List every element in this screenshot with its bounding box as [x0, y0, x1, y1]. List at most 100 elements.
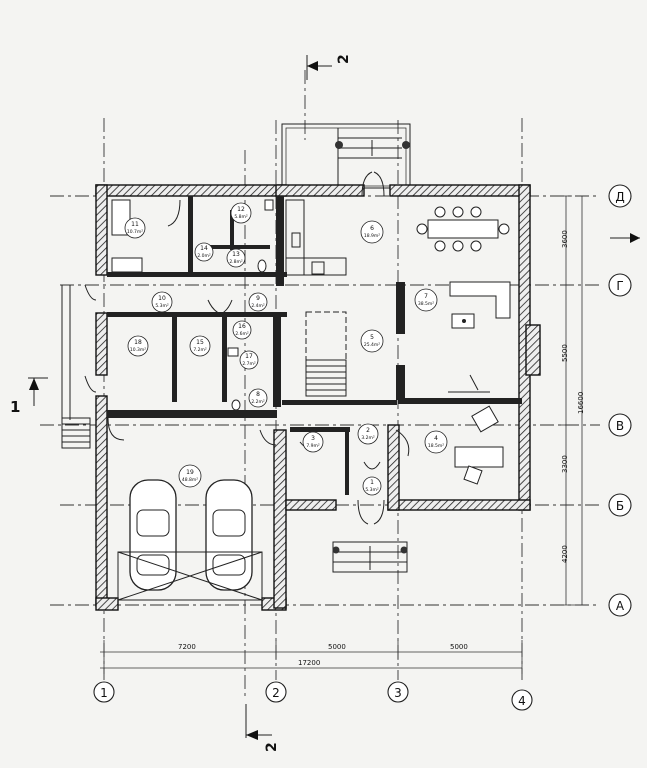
room-tag-3: 3 7.9m² — [302, 431, 324, 453]
cars — [117, 479, 263, 601]
room-tag-14: 14 2.0m² — [194, 242, 214, 262]
axis-bubbles-vertical: 1 2 3 4 — [93, 681, 533, 711]
axis-label-3: 3 — [394, 686, 402, 700]
room-area: 2.7m² — [242, 361, 256, 367]
sofa — [449, 281, 511, 329]
room-area: 10.3m² — [130, 347, 146, 353]
section-label-2-top: 2 — [336, 54, 352, 64]
room-number: 2 — [366, 427, 370, 434]
room-number: 14 — [200, 245, 208, 252]
room-tag-10: 11 10.7m² — [124, 217, 146, 239]
room-tag-1: 10 5.3m² — [151, 291, 173, 313]
room-tag-15: 15 7.2m² — [189, 335, 211, 357]
room-tag-1-vestibule: 1 5.3m² — [362, 476, 382, 496]
room-number: 11 — [131, 221, 139, 228]
room-number: 13 — [232, 251, 240, 258]
front-porch-bottom — [332, 541, 408, 573]
room-area: 2.6m² — [235, 331, 249, 337]
room-number: 19 — [186, 469, 194, 476]
room-area: 25.4m² — [364, 342, 380, 348]
room-tag-12: 12 5.8m² — [230, 202, 252, 224]
room-tag-16: 16 2.6m² — [232, 320, 252, 340]
axis-label-1: 1 — [100, 686, 108, 700]
front-porch-top — [281, 123, 411, 189]
room-area: 2.2m² — [251, 399, 265, 405]
dim-right-3: 3300 — [561, 455, 569, 473]
axis-grid — [40, 70, 600, 700]
room-area: 7.2m² — [193, 347, 207, 353]
room-number: 15 — [196, 339, 204, 346]
room-number: 5 — [370, 334, 374, 341]
dim-bottom-2: 5000 — [328, 643, 346, 651]
exterior-walls — [95, 184, 541, 611]
axis-label-b: Б — [616, 499, 624, 513]
room-area: 7.9m² — [306, 443, 320, 449]
room-number: 12 — [237, 206, 245, 213]
room-area: 5.3m² — [365, 487, 379, 493]
axis-bubbles-horizontal: Д Г В Б А — [608, 184, 632, 617]
dim-right-1: 3600 — [561, 230, 569, 248]
axis-label-d: Д — [615, 190, 624, 204]
room-area: 48.8m² — [182, 477, 198, 483]
axis-label-4: 4 — [518, 694, 526, 708]
room-tag-18: 18 10.3m² — [127, 335, 149, 357]
axis-label-v: В — [616, 419, 624, 433]
room-number: 10 — [158, 295, 166, 302]
section-mark-2-bottom: 2 — [245, 704, 280, 752]
room-tag-17: 17 2.7m² — [239, 350, 259, 370]
dim-right-2: 5500 — [561, 344, 569, 362]
dimension-chain-right: 3600 5500 3300 4200 16600 — [560, 195, 588, 606]
section-mark-1-left: 1 — [10, 377, 48, 416]
office-furniture — [454, 405, 504, 485]
room-area: 2.4m² — [251, 303, 265, 309]
room-area: 18.9m² — [364, 233, 380, 239]
room-area: 2.0m² — [197, 253, 211, 259]
section-label-2-bottom: 2 — [264, 742, 280, 752]
dimension-chain-bottom: 7200 5000 5000 17200 — [100, 640, 523, 674]
axis-label-a: А — [616, 599, 625, 613]
room-tag-4: 4 18.5m² — [424, 430, 448, 454]
axis-label-2: 2 — [272, 686, 280, 700]
axis-label-g: Г — [616, 279, 623, 293]
dim-right-total: 16600 — [577, 392, 585, 414]
room-area: 18.5m² — [428, 443, 444, 449]
room-area: 38.5m² — [418, 301, 434, 307]
room-tag-8: 8 2.2m² — [248, 388, 268, 408]
room-area: 5.8m² — [234, 214, 248, 220]
room-area: 2.8m² — [229, 259, 243, 265]
dim-right-4: 4200 — [561, 545, 569, 563]
room-number: 17 — [245, 353, 253, 360]
interior-walls — [107, 196, 522, 495]
side-steps-left — [61, 285, 91, 449]
dim-bottom-3: 5000 — [450, 643, 468, 651]
staircase — [305, 311, 347, 397]
room-number: 7 — [424, 293, 428, 300]
room-tag-5: 5 25.4m² — [360, 329, 384, 353]
room-tag-13: 13 2.8m² — [226, 248, 246, 268]
room-number: 9 — [256, 295, 260, 302]
room-number: 4 — [434, 435, 438, 442]
room-area: 5.3m² — [155, 303, 169, 309]
dining-table — [416, 206, 510, 252]
doors — [84, 171, 410, 525]
room-number: 6 — [370, 225, 374, 232]
room-tag-7: 7 38.5m² — [414, 288, 438, 312]
kitchen-counters — [285, 199, 347, 276]
room-area: 10.7m² — [127, 229, 143, 235]
section-mark-2-top: 2 — [306, 54, 352, 80]
room-tag-19: 19 48.8m² — [178, 464, 202, 488]
room-number: 1 — [370, 479, 374, 486]
room-tags: 10 5.3m² 2 3.2m² 3 7.9m² 4 18.5m² 5 25.4… — [124, 202, 448, 496]
room-area: 3.2m² — [361, 435, 375, 441]
room-number: 3 — [311, 435, 315, 442]
room-number: 18 — [134, 339, 142, 346]
dim-bottom-total: 17200 — [298, 659, 320, 667]
room-tag-2: 2 3.2m² — [357, 423, 379, 445]
section-label-1: 1 — [10, 398, 20, 416]
room-number: 8 — [256, 391, 260, 398]
room-number: 16 — [238, 323, 246, 330]
room-tag-9: 9 2.4m² — [248, 292, 268, 312]
dim-bottom-1: 7200 — [178, 643, 196, 651]
room-tag-6: 6 18.9m² — [360, 220, 384, 244]
